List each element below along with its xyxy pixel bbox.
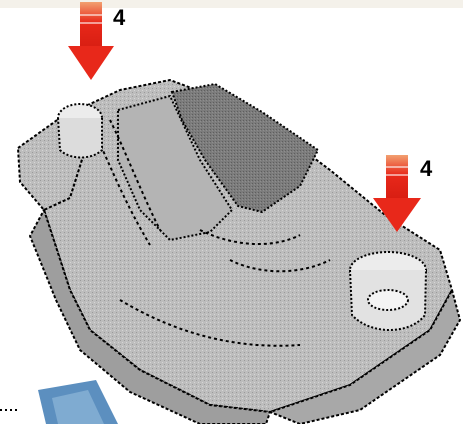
corner-swatch bbox=[0, 380, 118, 424]
front-knob bbox=[350, 252, 426, 330]
down-arrow-icon bbox=[68, 2, 114, 80]
step-number-label: 4 bbox=[113, 7, 125, 29]
rear-knob bbox=[58, 104, 102, 158]
step-number-label: 4 bbox=[420, 158, 432, 180]
top-strip bbox=[0, 0, 463, 8]
